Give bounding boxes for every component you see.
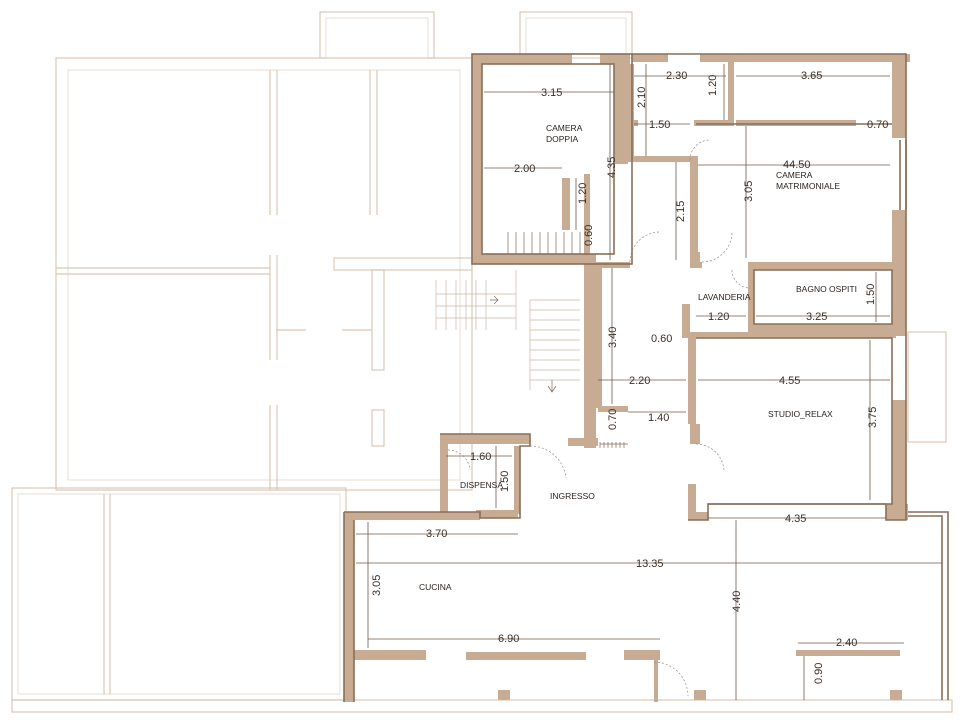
- dim-cd-height: 4.35: [606, 157, 618, 178]
- dim-lav-small: 0.60: [651, 333, 672, 345]
- room-camera-matrimoniale-line2: MATRIMONIALE: [776, 181, 840, 191]
- dim-hall-width: 2.20: [629, 375, 650, 387]
- dim-bath-right: 1.20: [707, 75, 719, 96]
- room-ingresso: INGRESSO: [550, 491, 595, 501]
- dim-terrace-width: 2.40: [836, 637, 857, 649]
- room-camera-doppia-line1: CAMERA: [546, 123, 583, 133]
- dimension-lines: [356, 64, 942, 700]
- room-cucina: CUCINA: [419, 582, 452, 592]
- room-labels: CAMERA DOPPIA CAMERA MATRIMONIALE LAVAND…: [419, 123, 857, 592]
- wall-outlines: [343, 53, 949, 702]
- dim-dispensa-width: 1.60: [470, 451, 491, 463]
- dim-hall-step-width: 1.40: [648, 412, 669, 424]
- dim-bath-left: 2.10: [636, 87, 648, 108]
- staircase: [435, 232, 581, 393]
- dim-terrace-height: 0.90: [813, 663, 825, 684]
- dim-cm-closet: 0.70: [867, 119, 888, 131]
- dim-cm-long: 44.50: [783, 159, 811, 171]
- dim-cm-width: 3.65: [801, 70, 822, 82]
- dim-cucina-length: 6.90: [498, 633, 519, 645]
- room-bagno-ospiti: BAGNO OSPITI: [796, 284, 857, 294]
- walls: [344, 54, 910, 702]
- dim-total-width: 13.35: [636, 558, 664, 570]
- dim-lav-width: 1.20: [708, 311, 729, 323]
- dim-cd-inner-height: 1.20: [577, 183, 589, 204]
- room-camera-doppia-line2: DOPPIA: [546, 134, 578, 144]
- dim-cd-width: 3.15: [541, 87, 562, 99]
- dim-cd-inner-width: 2.00: [514, 163, 535, 175]
- room-lavanderia: LAVANDERIA: [698, 292, 751, 302]
- dim-bagno-width: 3.25: [806, 311, 827, 323]
- dim-dispensa-height: 1.50: [499, 471, 511, 492]
- dim-cucina-width: 3.70: [426, 528, 447, 540]
- room-studio-relax: STUDIO_RELAX: [768, 409, 833, 419]
- dim-hall-height: 3.40: [607, 327, 619, 348]
- dim-total-height: 4.40: [731, 591, 743, 612]
- background-structure: [11, 11, 953, 713]
- dim-bath-top: 2.30: [666, 70, 687, 82]
- doors: [447, 139, 751, 697]
- dim-studio-bottom: 4.35: [785, 513, 806, 525]
- dim-bath-inner: 1.50: [649, 119, 670, 131]
- dim-bagno-height: 1.50: [865, 284, 877, 305]
- dim-hall-step-height: 0.70: [607, 409, 619, 430]
- dim-studio-width: 4.55: [779, 375, 800, 387]
- dim-cm-height: 3.05: [743, 181, 755, 202]
- dimension-labels: 3.15 4.35 2.00 1.20 0.60 2.30 2.10 1.20 …: [371, 70, 888, 684]
- dim-cd-step: 0.60: [583, 225, 595, 246]
- dim-corridor-height: 2.15: [675, 201, 687, 222]
- dim-studio-height: 3.75: [867, 407, 879, 428]
- dim-cucina-height: 3.05: [371, 575, 383, 596]
- room-dispensa: DISPENSA: [460, 480, 503, 490]
- room-camera-matrimoniale-line1: CAMERA: [776, 170, 813, 180]
